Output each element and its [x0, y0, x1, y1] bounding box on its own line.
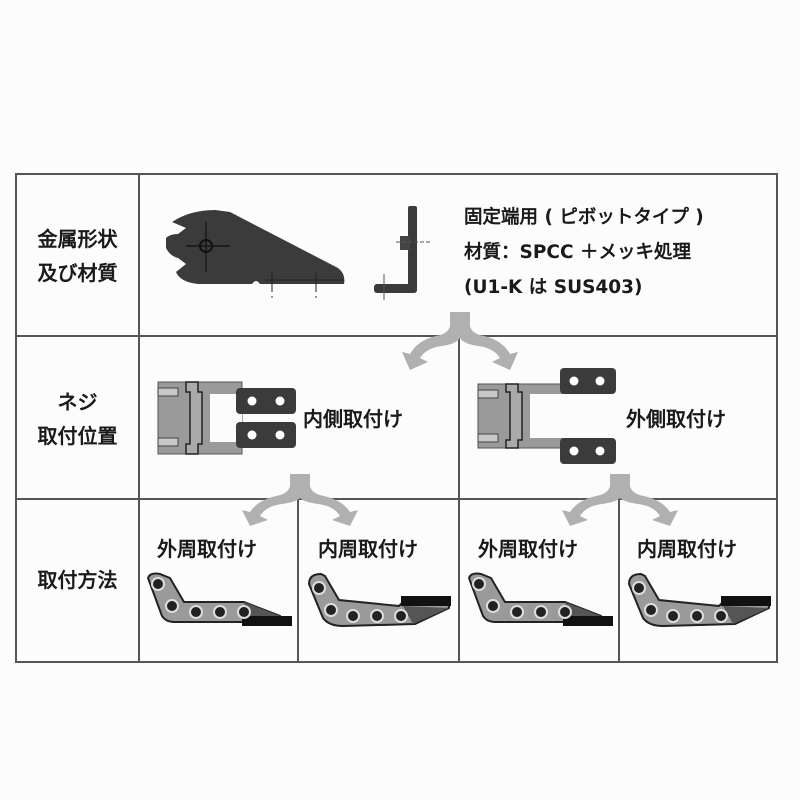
inner-circumference-chain-icon: [627, 572, 771, 628]
inner-circumference-label: 内周取付け: [318, 537, 418, 561]
material-note-text: (U1-K は SUS403): [464, 277, 643, 298]
outer-circumference-chain-icon: [467, 572, 613, 626]
header-line: 金属形状: [37, 227, 118, 251]
table-border-left: [15, 173, 17, 663]
outer-circumference-chain-icon: [146, 572, 292, 626]
row-header-screw-position: ネジ 取付位置: [17, 385, 138, 453]
row-header-metal-shape: 金属形状 及び材質: [17, 222, 138, 290]
row-divider-2: [15, 498, 778, 500]
header-line: ネジ: [57, 390, 98, 414]
inner-mount-label: 内側取付け: [303, 407, 403, 431]
header-line: 取付位置: [37, 424, 118, 448]
material-text: 材質：SPCC ＋メッキ処理: [464, 242, 691, 263]
table-border-top: [15, 173, 778, 175]
outer-circumference-label: 外周取付け: [157, 537, 257, 561]
row-divider-1: [15, 335, 778, 337]
header-line: 及び材質: [37, 261, 118, 285]
header-column-divider: [138, 173, 140, 663]
inner-circumference-label: 内周取付け: [637, 537, 737, 561]
outer-circumference-label: 外周取付け: [478, 537, 578, 561]
row3-divider-left: [297, 498, 299, 663]
inner-mount-bracket-icon: [157, 381, 296, 455]
outer-mount-label: 外側取付け: [626, 407, 726, 431]
row3-divider-right: [618, 498, 620, 663]
split-arrow-icon: [402, 312, 518, 370]
header-line: 取付方法: [37, 568, 118, 592]
pivot-bracket-side-view-icon: [166, 210, 345, 298]
inner-circumference-chain-icon: [307, 572, 451, 628]
outer-mount-bracket-icon: [477, 368, 616, 464]
row2-center-divider: [458, 335, 460, 663]
metal-description: 固定端用 ( ピボットタイプ ) 材質：SPCC ＋メッキ処理 (U1-K は …: [464, 200, 704, 305]
table-border-bottom: [15, 661, 778, 663]
table-border-right: [776, 173, 778, 663]
l-bracket-front-view-icon: [374, 206, 432, 300]
row-header-mount-method: 取付方法: [17, 563, 138, 597]
bracket-type-text: 固定端用 ( ピボットタイプ ): [464, 207, 704, 228]
split-arrow-icon: [562, 474, 678, 526]
split-arrow-icon: [242, 474, 358, 526]
